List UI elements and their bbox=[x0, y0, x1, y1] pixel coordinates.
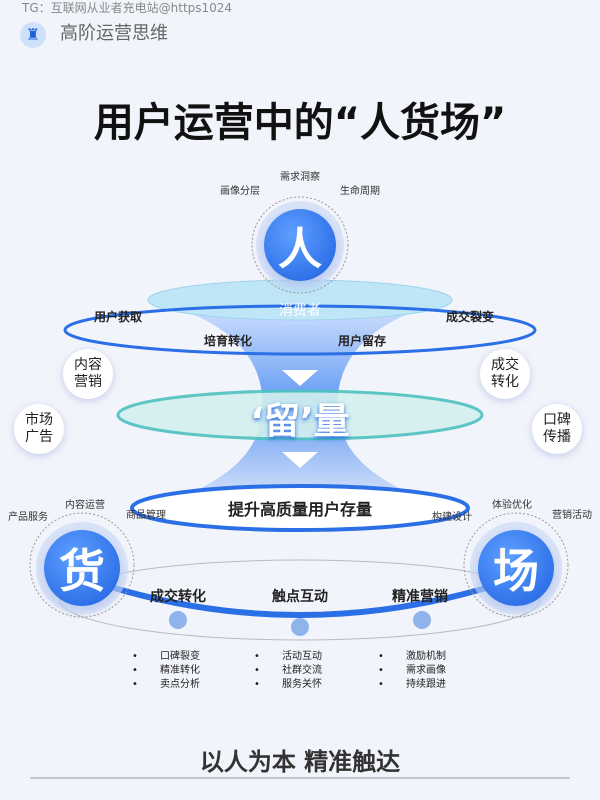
stage-item: 卖点分析 bbox=[132, 678, 200, 692]
tag: 构建设计 bbox=[432, 512, 472, 523]
tag: 内容运营 bbox=[65, 500, 105, 511]
stage-item: 激励机制 bbox=[378, 650, 446, 664]
stage-item: 社群交流 bbox=[254, 664, 322, 678]
bubble-word-of-mouth: 口碑 传播 bbox=[532, 404, 582, 454]
place-circle: 场 bbox=[478, 530, 554, 606]
stage-list: 口碑裂变精准转化卖点分析 bbox=[132, 650, 200, 692]
flow-step: 成交裂变 bbox=[445, 310, 495, 324]
bubble-content-marketing: 内容 营销 bbox=[63, 349, 113, 399]
people-circle: 人 bbox=[264, 209, 336, 281]
page-title: 用户运营中的“人货场” bbox=[93, 100, 507, 146]
stage-list: 激励机制需求画像持续跟进 bbox=[378, 650, 446, 692]
tag: 营销活动 bbox=[552, 510, 592, 521]
node bbox=[169, 611, 187, 629]
retain-ellipse bbox=[130, 484, 470, 532]
tag: 产品服务 bbox=[8, 512, 48, 523]
bottom-ring bbox=[58, 567, 542, 618]
watermark: TG：互联网从业者充电站@https1024 bbox=[22, 1, 233, 15]
tag: 体验优化 bbox=[492, 500, 532, 511]
arrow-down-icon bbox=[282, 370, 318, 386]
tag: 商品管理 bbox=[126, 510, 166, 521]
chess-logo-icon: ♜ bbox=[20, 22, 46, 48]
flow-step: 用户留存 bbox=[337, 334, 387, 348]
stage-item: 持续跟进 bbox=[378, 678, 446, 692]
stage-title: 精准营销 bbox=[392, 589, 448, 605]
bubble-conversion: 成交 转化 bbox=[480, 349, 530, 399]
arrow-down-icon bbox=[282, 452, 318, 468]
stage-title: 成交转化 bbox=[150, 589, 206, 605]
tag: 生命周期 bbox=[340, 186, 380, 197]
stage-item: 服务关怀 bbox=[254, 678, 322, 692]
stage-title: 触点互动 bbox=[272, 589, 328, 605]
center-label: ‘留’量 bbox=[250, 401, 350, 442]
flow-ring bbox=[63, 304, 537, 356]
consumer-label: 消费者 bbox=[279, 303, 321, 319]
stage-item: 需求画像 bbox=[378, 664, 446, 678]
brand-name: 高阶运营思维 bbox=[60, 23, 168, 44]
stage-item: 活动互动 bbox=[254, 650, 322, 664]
flow-step: 用户获取 bbox=[93, 310, 143, 324]
footer-slogan: 以人为本 精准触达 bbox=[199, 748, 401, 776]
retain-label: 提升高质量用户存量 bbox=[227, 500, 373, 519]
flow-step: 培育转化 bbox=[203, 334, 253, 348]
tag: 需求洞察 bbox=[280, 172, 320, 183]
tag: 画像分层 bbox=[220, 186, 260, 197]
node bbox=[413, 611, 431, 629]
goods-circle: 货 bbox=[44, 530, 120, 606]
node bbox=[291, 618, 309, 636]
mid-ellipse bbox=[116, 389, 484, 441]
stage-item: 口碑裂变 bbox=[132, 650, 200, 664]
stage-list: 活动互动社群交流服务关怀 bbox=[254, 650, 322, 692]
stage-item: 精准转化 bbox=[132, 664, 200, 678]
bubble-market-ads: 市场 广告 bbox=[14, 404, 64, 454]
